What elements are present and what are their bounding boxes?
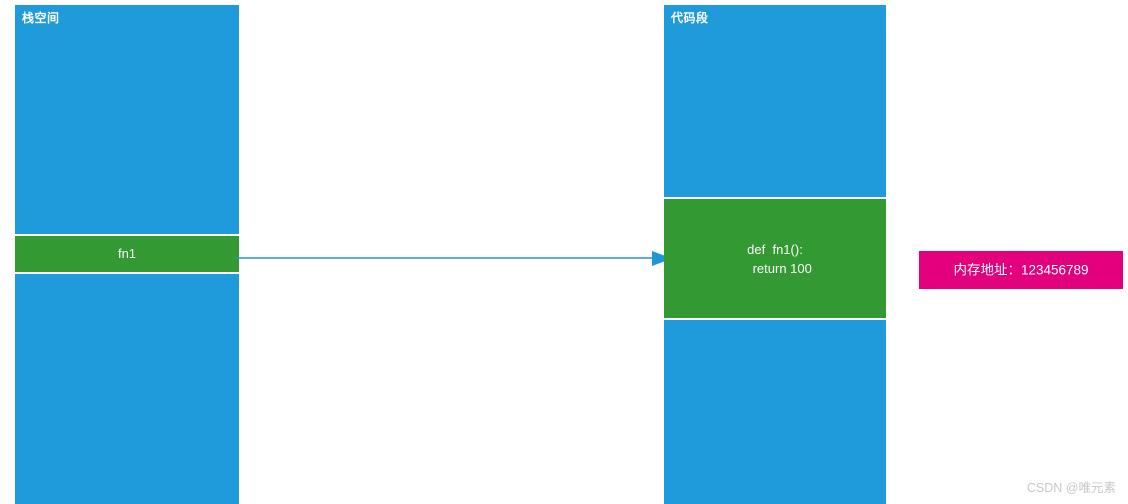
code-column-title: 代码段: [671, 11, 709, 25]
connector-arrow-fn1-to-code: [236, 251, 672, 266]
code-block-fn1-definition-label: def fn1(): return 100: [747, 241, 812, 276]
connector-arrowhead: [652, 251, 672, 266]
watermark-text: CSDN @唯元素: [1026, 481, 1116, 495]
memory-address-label: 内存地址：123456789: [953, 262, 1089, 278]
stack-column-upper-free: 栈空间: [15, 5, 239, 234]
code-column-upper-area: 代码段: [664, 5, 886, 197]
stack-column-title: 栈空间: [22, 11, 60, 25]
code-block-fn1-definition[interactable]: def fn1(): return 100: [664, 199, 886, 318]
memory-address-badge: 内存地址：123456789: [919, 251, 1123, 289]
stack-frame-fn1-label: fn1: [117, 246, 137, 261]
stack-frame-fn1[interactable]: fn1: [15, 236, 239, 272]
stack-column-lower-free: [15, 274, 239, 504]
code-column-lower-area: [664, 320, 886, 504]
